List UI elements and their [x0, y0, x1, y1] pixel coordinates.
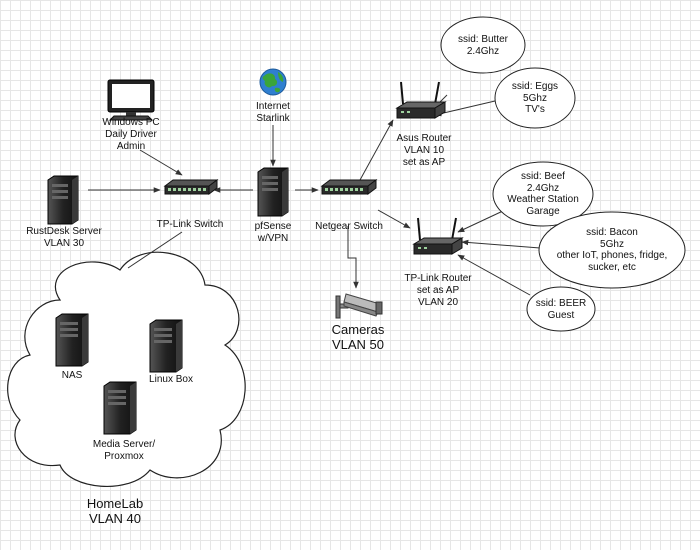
link-homelab-switch — [127, 231, 183, 269]
server-tower-icon — [55, 313, 89, 367]
tplink-switch-label: TP-Link Switch — [156, 219, 224, 230]
server-tower-icon — [103, 381, 137, 435]
ssid-eggs-bubble — [494, 67, 576, 129]
link-netgear-asus — [359, 119, 394, 181]
nas-label: NAS — [61, 370, 83, 381]
ssid-bacon-bubble — [538, 211, 686, 289]
link-netgear-cameras — [347, 226, 359, 289]
ssid-butter-text: ssid: Butter 2.4Ghz — [457, 34, 509, 57]
ssid-beef-text: ssid: Beef 2.4Ghz Weather Station Garage — [507, 171, 579, 217]
ssid-eggs-text: ssid: Eggs 5Ghz TV's — [511, 81, 559, 115]
asus-router-label: Asus Router VLAN 10 set as AP — [396, 133, 452, 168]
server-tower-icon — [149, 319, 183, 373]
wireless-router-icon — [412, 217, 464, 255]
windows-pc-label: Windows PC Daily Driver Admin — [102, 117, 160, 152]
ssid-butter-bubble — [440, 16, 526, 74]
ssid-bacon-text: ssid: Bacon 5Ghz other IoT, phones, frid… — [556, 227, 668, 273]
internet-label: Internet Starlink — [256, 101, 290, 124]
server-tower-icon — [47, 175, 79, 225]
ssid-beef-bubble — [492, 161, 594, 227]
netgear-switch-label: Netgear Switch — [315, 221, 383, 232]
cameras-label: Cameras VLAN 50 — [331, 322, 385, 352]
media-server-label: Media Server/ Proxmox — [92, 439, 156, 462]
link-netgear-tplink — [377, 209, 411, 229]
tplink-router-label: TP-Link Router set as AP VLAN 20 — [404, 273, 472, 308]
network-switch-icon — [163, 179, 219, 195]
desktop-pc-icon — [107, 79, 155, 121]
ssid-beer-bubble — [526, 286, 596, 332]
link-beef-tplink — [457, 209, 506, 233]
homelab-label: HomeLab VLAN 40 — [86, 496, 144, 526]
ssid-bubbles — [440, 16, 686, 332]
ssid-beer-text: ssid: BEER Guest — [535, 298, 587, 321]
security-camera-icon — [335, 293, 383, 319]
link-pc-switch — [139, 149, 183, 176]
link-eggs-asus — [434, 100, 496, 117]
server-tower-icon — [257, 167, 289, 217]
link-bacon-tplink — [461, 239, 541, 249]
network-switch-icon — [320, 179, 378, 195]
homelab-cloud — [7, 251, 246, 488]
rustdesk-label: RustDesk Server VLAN 30 — [26, 226, 102, 249]
linux-box-label: Linux Box — [149, 374, 193, 385]
globe-icon — [259, 68, 287, 96]
wireless-router-icon — [395, 81, 447, 119]
pfsense-label: pfSense w/VPN — [254, 221, 292, 244]
link-beer-tplink — [457, 254, 531, 296]
